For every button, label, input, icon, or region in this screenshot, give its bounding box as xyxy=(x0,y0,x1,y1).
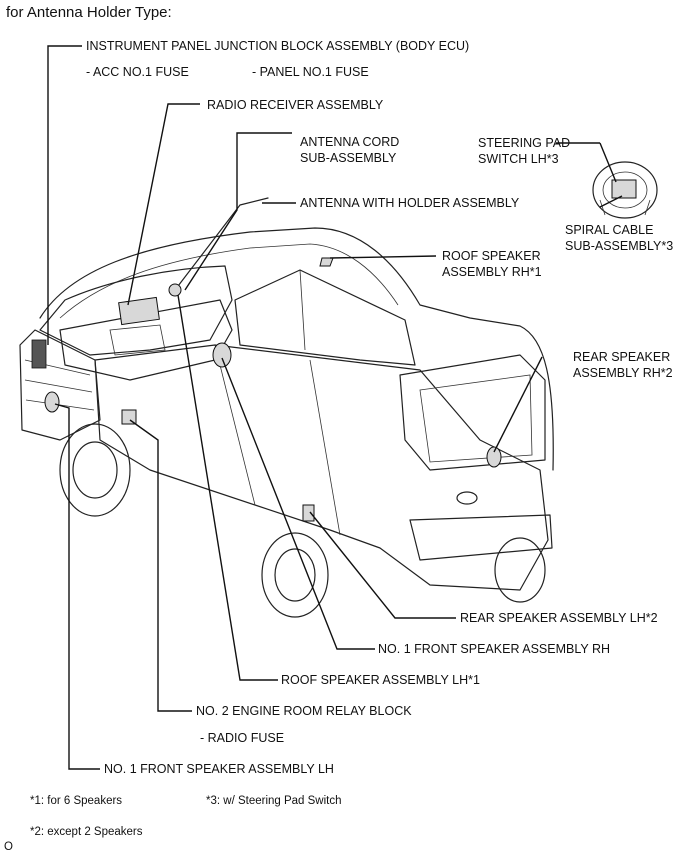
label-instrument-panel-junction-block: INSTRUMENT PANEL JUNCTION BLOCK ASSEMBLY… xyxy=(86,39,469,53)
label-rear-speaker-lh: REAR SPEAKER ASSEMBLY LH*2 xyxy=(460,611,658,625)
corner-mark: O xyxy=(4,841,13,853)
footnote-3: *3: w/ Steering Pad Switch xyxy=(206,795,342,807)
label-spiral-cable-line2: SUB-ASSEMBLY*3 xyxy=(565,239,673,253)
label-steering-pad-line1: STEERING PAD xyxy=(478,136,570,150)
diagram-title: for Antenna Holder Type: xyxy=(6,4,172,21)
component-markers xyxy=(31,257,502,522)
footnote-2: *2: except 2 Speakers xyxy=(30,826,143,838)
label-rear-speaker-rh-line2: ASSEMBLY RH*2 xyxy=(573,366,673,380)
label-radio-fuse: - RADIO FUSE xyxy=(200,731,284,745)
label-antenna-cord-line2: SUB-ASSEMBLY xyxy=(300,151,397,165)
front-speaker-lh-marker xyxy=(44,391,60,413)
label-rear-speaker-rh-line1: REAR SPEAKER xyxy=(573,350,670,364)
footnotes: *1: for 6 Speakers *3: w/ Steering Pad S… xyxy=(4,795,342,853)
label-front-speaker-lh: NO. 1 FRONT SPEAKER ASSEMBLY LH xyxy=(104,762,334,776)
label-antenna-holder: ANTENNA WITH HOLDER ASSEMBLY xyxy=(300,196,520,210)
label-front-speaker-rh: NO. 1 FRONT SPEAKER ASSEMBLY RH xyxy=(378,642,610,656)
label-roof-speaker-lh: ROOF SPEAKER ASSEMBLY LH*1 xyxy=(281,673,480,687)
roof-speaker-rh-marker xyxy=(319,257,334,267)
label-roof-speaker-rh-line2: ASSEMBLY RH*1 xyxy=(442,265,542,279)
rear-speaker-rh-marker xyxy=(486,446,502,468)
label-steering-pad-line2: SWITCH LH*3 xyxy=(478,152,559,166)
label-roof-speaker-rh-line1: ROOF SPEAKER xyxy=(442,249,541,263)
rear-speaker-lh-marker xyxy=(302,504,315,522)
junction-block-marker xyxy=(31,339,47,369)
label-acc-fuse: - ACC NO.1 FUSE xyxy=(86,65,189,79)
label-spiral-cable-line1: SPIRAL CABLE xyxy=(565,223,653,237)
part-labels: INSTRUMENT PANEL JUNCTION BLOCK ASSEMBLY… xyxy=(86,39,673,776)
front-speaker-rh-marker xyxy=(212,342,232,368)
roof-speaker-lh-marker xyxy=(168,283,182,297)
leader-lines xyxy=(47,45,623,770)
label-panel-fuse: - PANEL NO.1 FUSE xyxy=(252,65,369,79)
label-radio-receiver: RADIO RECEIVER ASSEMBLY xyxy=(207,98,384,112)
footnote-1: *1: for 6 Speakers xyxy=(30,795,122,807)
relay-block-marker xyxy=(121,409,137,425)
label-engine-room-relay-block: NO. 2 ENGINE ROOM RELAY BLOCK xyxy=(196,704,412,718)
van-illustration xyxy=(19,197,554,618)
steering-wheel-illustration xyxy=(592,161,658,219)
label-antenna-cord-line1: ANTENNA CORD xyxy=(300,135,399,149)
